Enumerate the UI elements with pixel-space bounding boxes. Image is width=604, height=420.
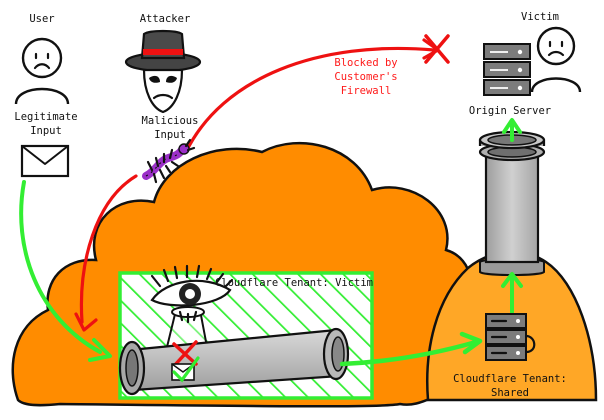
x-mark-icon — [172, 340, 198, 368]
origin-server-icon — [483, 43, 531, 96]
malicious-arrow-into-cloud — [79, 174, 138, 324]
blocked-arrow — [184, 46, 436, 154]
victim-tenant-label: Cloudflare Tenant: Victim — [215, 277, 373, 289]
malicious-input-label-line2: Input — [154, 129, 186, 141]
blocked-label-line1: Blocked by — [334, 57, 397, 69]
legitimate-input-label-line2: Input — [30, 125, 62, 137]
legitimate-input-label-line1: Legitimate — [14, 111, 77, 123]
victim-icon — [530, 26, 582, 93]
origin-server-label: Origin Server — [469, 105, 551, 117]
attacker-icon — [124, 29, 202, 114]
shared-tenant-label-line1: Cloudflare Tenant: — [453, 373, 567, 385]
legit-arrow-from-user — [19, 180, 102, 354]
envelope-icon — [20, 144, 70, 178]
user-label: User — [29, 13, 54, 25]
vertical-pipe-icon — [478, 130, 546, 276]
attacker-label: Attacker — [140, 13, 191, 25]
bug-icon — [142, 138, 196, 184]
shared-server-icon — [485, 313, 536, 361]
malicious-input-label-line1: Malicious — [142, 115, 199, 127]
shared-tenant-label-line2: Shared — [491, 387, 529, 399]
user-icon — [14, 37, 70, 105]
legit-arrow-to-shared — [339, 339, 479, 367]
blocked-x-icon — [424, 34, 450, 64]
blocked-label-line2: Customer's — [334, 71, 397, 83]
checkmark-icon — [171, 356, 200, 383]
blocked-label-line3: Firewall — [341, 85, 392, 97]
victim-label: Victim — [521, 11, 559, 23]
